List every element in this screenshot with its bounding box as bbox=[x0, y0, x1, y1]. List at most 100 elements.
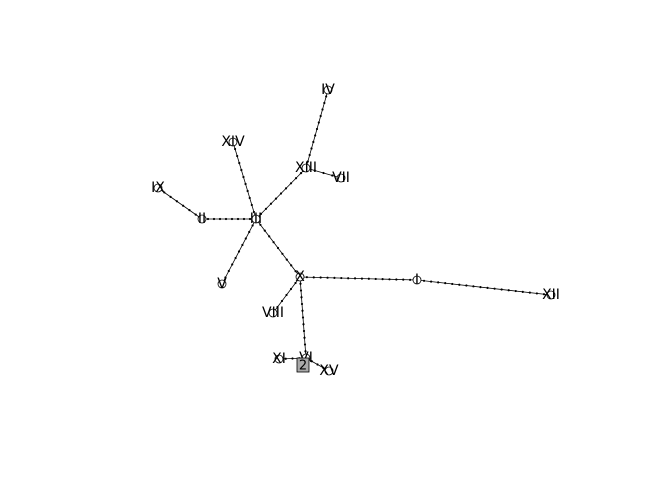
node-ii: II bbox=[197, 211, 207, 227]
mutation-step-dot bbox=[301, 309, 304, 312]
mutation-step-dot bbox=[163, 191, 166, 194]
node-iv: IV bbox=[321, 82, 335, 98]
mutation-step-dot bbox=[302, 329, 306, 333]
node-xiii: XIII bbox=[295, 160, 317, 176]
node-label: VIII bbox=[262, 305, 284, 321]
mutation-step-dot bbox=[528, 291, 531, 294]
mutation-step-dot bbox=[301, 316, 305, 319]
mutation-step-dot bbox=[353, 277, 357, 280]
mutation-step-dot bbox=[246, 189, 249, 193]
mutation-step-dot bbox=[300, 302, 304, 306]
node-circle bbox=[268, 308, 278, 318]
node-circle bbox=[295, 272, 305, 282]
mutation-step-dot bbox=[451, 282, 454, 286]
mutation-step-dot bbox=[281, 252, 284, 255]
mutation-step-dot bbox=[272, 241, 275, 244]
node-label: XV bbox=[319, 363, 339, 379]
mutation-step-dot bbox=[308, 153, 311, 157]
mutation-step-dot bbox=[244, 182, 247, 186]
marker-layer: 2 bbox=[296, 357, 310, 374]
mutation-step-dot bbox=[175, 200, 178, 203]
mutation-step-dot bbox=[252, 210, 256, 214]
mutation-step-dot bbox=[333, 276, 336, 279]
mutation-step-dot bbox=[305, 276, 308, 279]
node-label: XI bbox=[272, 351, 286, 367]
mutation-step-dot bbox=[340, 276, 343, 280]
node-circle bbox=[546, 290, 556, 300]
mutation-step-dot bbox=[244, 237, 247, 240]
node-label: II bbox=[198, 211, 206, 227]
node-label: III bbox=[250, 211, 262, 227]
mutation-step-dot bbox=[486, 286, 489, 289]
mutation-step-dot bbox=[381, 278, 384, 281]
mutation-step-dot bbox=[212, 217, 216, 221]
node-circle bbox=[274, 354, 284, 364]
mutation-step-dot bbox=[248, 230, 251, 234]
mutation-step-dot bbox=[507, 289, 510, 292]
mutation-step-dot bbox=[347, 277, 350, 280]
mutation-step-dot bbox=[374, 277, 377, 281]
mutation-step-dot bbox=[395, 278, 398, 281]
mutation-step-dot bbox=[268, 235, 271, 238]
mutation-step-dot bbox=[331, 174, 334, 177]
mutation-step-dot bbox=[323, 101, 326, 105]
mutation-step-dot bbox=[284, 187, 288, 190]
mutation-step-dot bbox=[294, 270, 297, 273]
mutation-step-dot bbox=[472, 285, 475, 288]
mutation-step-dot bbox=[230, 217, 234, 221]
mutation-step-dot bbox=[182, 204, 185, 207]
mutation-step-dot bbox=[290, 264, 293, 267]
mutation-step-dot bbox=[360, 277, 364, 280]
mutation-step-dot bbox=[458, 283, 461, 286]
mutation-step-dot bbox=[316, 363, 319, 366]
mutation-step-dot bbox=[227, 269, 230, 273]
mutation-step-dot bbox=[300, 296, 303, 299]
mutation-step-dot bbox=[542, 293, 546, 296]
mutation-step-dot bbox=[326, 276, 329, 279]
mutation-step-dot bbox=[325, 95, 328, 98]
mutation-step-dot bbox=[367, 277, 370, 280]
mutation-step-dot bbox=[304, 350, 307, 353]
node-xiv: XIV bbox=[221, 134, 245, 150]
node-xii: XII bbox=[542, 287, 560, 303]
mutation-step-dot bbox=[314, 134, 317, 137]
node-circle bbox=[336, 173, 346, 183]
mutation-step-dot bbox=[237, 250, 241, 253]
node-label: V bbox=[217, 276, 227, 292]
node-xv: XV bbox=[319, 363, 339, 379]
mutation-step-dot bbox=[306, 160, 309, 163]
mutation-step-dot bbox=[302, 323, 305, 326]
edge-i-xii bbox=[416, 279, 552, 296]
mutation-step-dot bbox=[231, 263, 234, 266]
mutation-step-dot bbox=[259, 223, 262, 226]
node-xi: XI bbox=[272, 351, 286, 367]
mutation-step-dot bbox=[250, 203, 253, 207]
mutation-step-dot bbox=[312, 276, 315, 279]
mutation-step-dot bbox=[188, 209, 191, 212]
mutation-step-dot bbox=[241, 243, 244, 247]
node-label: IX bbox=[151, 180, 165, 196]
mutation-step-dot bbox=[299, 282, 302, 285]
mutation-step-dot bbox=[430, 280, 433, 283]
node-label: I bbox=[415, 272, 419, 288]
mutation-step-dot bbox=[259, 212, 263, 215]
mutation-step-dot bbox=[465, 284, 468, 287]
edge-x-i bbox=[299, 276, 418, 281]
node-circle bbox=[197, 214, 207, 224]
frequency-marker-label: 2 bbox=[299, 359, 307, 374]
mutation-step-dot bbox=[321, 108, 324, 111]
mutation-step-dot bbox=[299, 289, 303, 292]
node-circle bbox=[228, 137, 238, 147]
mutation-step-dot bbox=[285, 258, 288, 261]
mutation-step-dot bbox=[248, 196, 251, 200]
mutation-step-dot bbox=[263, 229, 266, 232]
node-circle bbox=[217, 279, 227, 289]
node-circle bbox=[251, 214, 261, 224]
mutation-step-dot bbox=[169, 195, 172, 198]
mutation-step-dot bbox=[310, 360, 313, 363]
mutation-step-dot bbox=[242, 175, 245, 179]
mutation-step-dot bbox=[303, 343, 307, 346]
mutation-step-dot bbox=[315, 127, 319, 131]
mutation-step-dot bbox=[422, 279, 426, 282]
